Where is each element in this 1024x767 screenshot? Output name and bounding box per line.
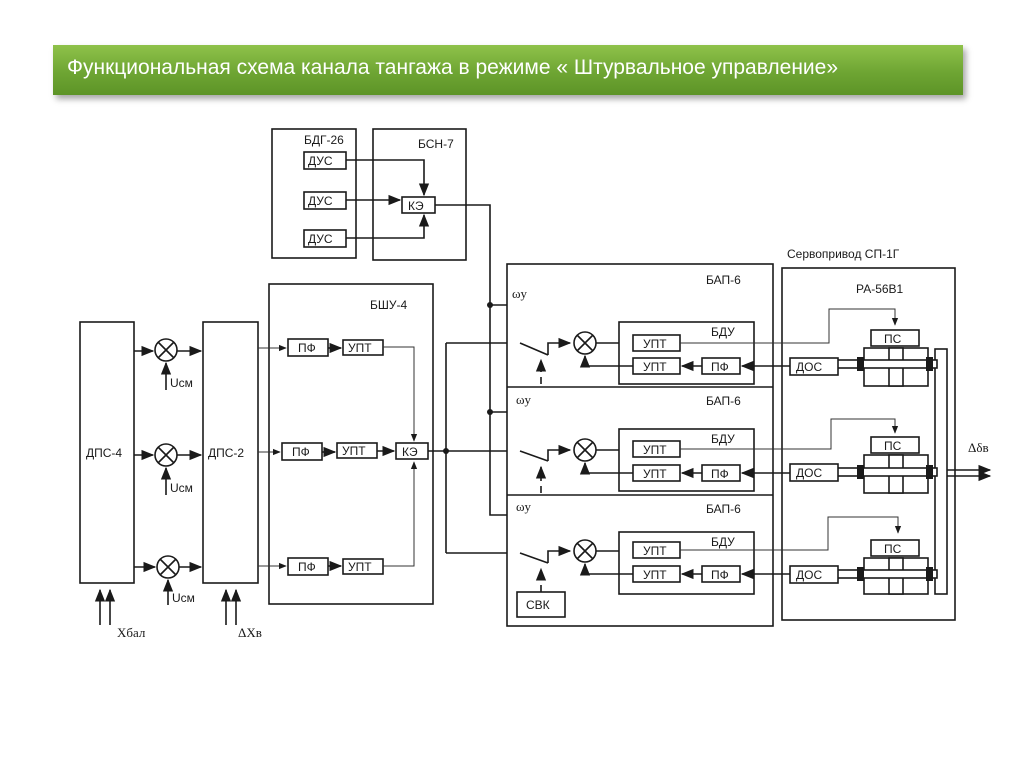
svg-text:УПТ: УПТ [643,467,667,481]
svg-text:ДУС: ДУС [308,154,333,168]
svg-text:УПТ: УПТ [643,544,667,558]
svg-text:ДПС-4: ДПС-4 [86,446,122,460]
svg-text:КЭ: КЭ [408,199,424,213]
svg-text:ПФ: ПФ [711,360,729,374]
svg-text:ПС: ПС [884,332,902,346]
svg-text:УПТ: УПТ [348,341,372,355]
page-title: Функциональная схема канала тангажа в ре… [67,56,839,79]
bsn-7-block: БСН-7 КЭ [372,128,467,261]
svg-text:УПТ: УПТ [643,443,667,457]
ucm-label-1: Uсм [170,376,193,390]
svg-text:УПТ: УПТ [643,337,667,351]
svg-text:БДУ: БДУ [711,432,735,446]
output-label: Δδв [968,440,989,455]
svg-text:ПФ: ПФ [292,445,310,459]
summing-junction-2 [154,443,178,467]
summing-junction-3 [156,555,180,579]
servo-unit-1: ПС ДОС [680,308,938,387]
omega-label-3: ωу [516,499,532,514]
svg-text:УПТ: УПТ [342,444,366,458]
svg-text:КЭ: КЭ [402,445,418,459]
omega-label-1: ωу [512,286,528,301]
ucm-label-2: Uсм [170,481,193,495]
svg-text:СВК: СВК [526,598,550,612]
svg-text:ДОС: ДОС [796,466,822,480]
ra-label: РА-56В1 [856,282,904,296]
bap-label-1: БАП-6 [706,273,741,287]
bap-channel-3: БДУ УПТ УПТ ПФ [519,531,755,595]
svg-text:ПФ: ПФ [711,467,729,481]
ucm-label-3: Uсм [172,591,195,605]
bap-label-3: БАП-6 [706,502,741,516]
bap-channel-1: БДУ УПТ УПТ ПФ [519,321,755,385]
svk-block: СВК [516,591,566,618]
bap-channel-2: БДУ УПТ УПТ ПФ [519,428,755,493]
svg-text:БДУ: БДУ [711,535,735,549]
servo-unit-3: ПС ДОС [680,516,938,595]
xbal-label: Хбал [117,625,146,640]
ps-3 [870,539,920,557]
svg-text:ПФ: ПФ [711,568,729,582]
svg-text:ДУС: ДУС [308,194,333,208]
servo-unit-2: ПС ДОС [680,418,938,494]
bdg-26-block: БДГ-26 ДУС ДУС ДУС [271,128,357,259]
bsn-7-label: БСН-7 [418,137,454,151]
svg-text:УПТ: УПТ [643,360,667,374]
ps-1 [870,329,920,347]
title-banner: Функциональная схема канала тангажа в ре… [53,45,963,95]
svg-text:ДОС: ДОС [796,568,822,582]
dps-4-block: ДПС-4 [79,321,135,584]
svg-text:ПФ: ПФ [298,560,316,574]
svg-text:УПТ: УПТ [348,560,372,574]
omega-label-2: ωу [516,392,532,407]
servo-label: Сервопривод СП-1Г [787,247,900,261]
svg-text:БШУ-4: БШУ-4 [370,298,407,312]
dxv-label: ΔXв [238,625,262,640]
bdg-26-label: БДГ-26 [304,133,344,147]
bap-label-2: БАП-6 [706,394,741,408]
dps-2-block: ДПС-2 [202,321,259,584]
summing-junction-1 [154,338,178,362]
svg-text:ПС: ПС [884,439,902,453]
ps-2 [870,436,920,454]
svg-text:ПС: ПС [884,542,902,556]
svg-text:БДУ: БДУ [711,325,735,339]
svg-text:ДУС: ДУС [308,232,333,246]
svg-text:ДПС-2: ДПС-2 [208,446,244,460]
svg-text:ПФ: ПФ [298,341,316,355]
svg-text:ДОС: ДОС [796,360,822,374]
svg-text:УПТ: УПТ [643,568,667,582]
